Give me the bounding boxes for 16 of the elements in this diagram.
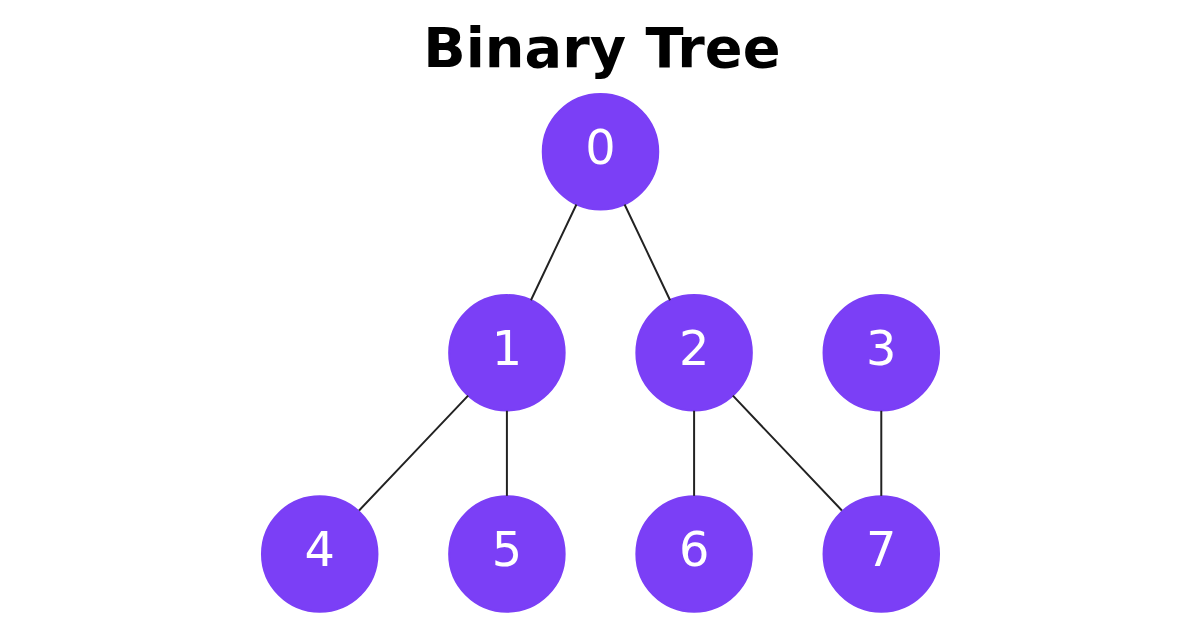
node-circle: 6: [634, 495, 753, 613]
node-circle: 1: [447, 294, 566, 412]
node-circle: 2: [634, 294, 753, 412]
node-circle: 3: [822, 294, 940, 412]
node-circle: 7: [822, 495, 940, 613]
diagram-title: Binary Tree: [422, 14, 780, 80]
connector: [623, 203, 671, 302]
node-circle: 0: [541, 92, 659, 211]
connector: [529, 203, 577, 302]
connector: [879, 409, 882, 497]
connector: [731, 394, 843, 512]
node-circle: 4: [260, 495, 378, 613]
connector: [357, 394, 469, 512]
node-circle: 5: [447, 495, 566, 613]
connector: [692, 409, 695, 497]
connector: [505, 409, 508, 497]
